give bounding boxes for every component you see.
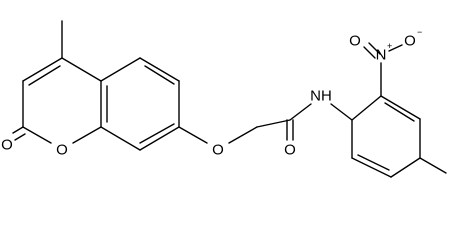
bond	[419, 157, 447, 174]
bond	[14, 133, 26, 141]
bond	[61, 57, 102, 82]
bond	[22, 126, 52, 144]
ring-oxygen-label: O	[56, 142, 68, 159]
bond	[351, 95, 382, 121]
bond	[228, 126, 258, 144]
bond	[256, 119, 291, 128]
bonds	[12, 20, 447, 178]
bond	[289, 103, 312, 121]
carbonyl-oxygen-label: O	[1, 137, 13, 154]
nitro-nitrogen-label: N	[376, 47, 387, 64]
bond	[22, 57, 63, 82]
bond	[100, 57, 141, 82]
nitro-nitrogen-charge: +	[387, 41, 392, 51]
bond	[380, 95, 421, 120]
bond	[72, 126, 102, 144]
nitro-oxygen-negative-label: O	[404, 33, 416, 50]
bond	[390, 157, 421, 178]
bond	[12, 126, 24, 134]
chemical-structure: O O O O NH N + O O −	[1, 20, 447, 178]
bond	[357, 154, 390, 171]
bond	[351, 157, 392, 178]
bond	[384, 102, 415, 122]
amide-oxygen-label: O	[284, 142, 296, 159]
bond	[363, 46, 376, 59]
nitro-oxygen-label: O	[349, 33, 361, 50]
bond	[388, 44, 403, 52]
bond	[100, 126, 141, 151]
ether-oxygen-label: O	[212, 142, 224, 159]
bond	[139, 123, 175, 144]
bond	[144, 65, 175, 85]
bond	[139, 126, 180, 151]
bond	[368, 42, 381, 55]
atom-labels: O O O O NH N + O O −	[1, 27, 422, 159]
bond	[330, 103, 353, 121]
bond	[139, 57, 180, 82]
amide-nitrogen-label: NH	[310, 88, 332, 105]
nitro-oxygen-charge: −	[417, 27, 422, 37]
bond	[178, 126, 208, 144]
bond	[28, 65, 61, 86]
